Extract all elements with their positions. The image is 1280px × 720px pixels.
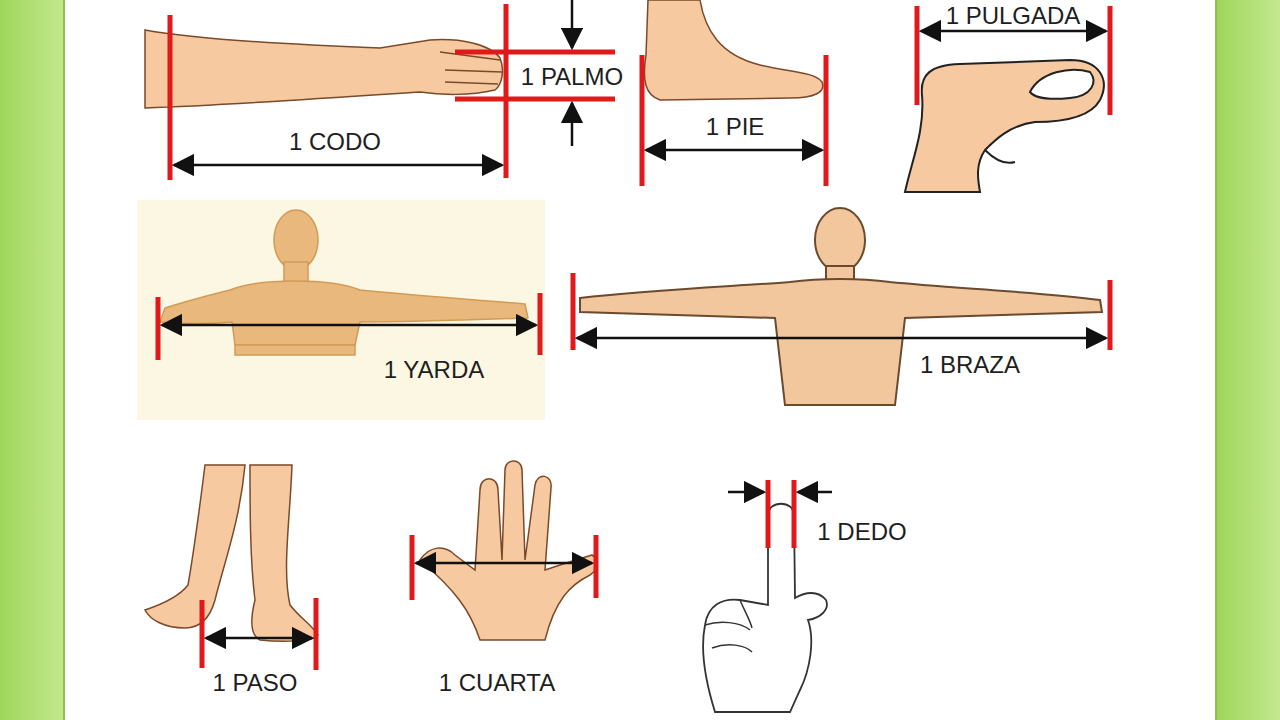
legs-figure	[145, 465, 318, 641]
measure-label: 1 YARDA	[381, 357, 488, 383]
side-bar	[0, 0, 64, 720]
yarda-figure	[160, 210, 528, 355]
side-bar	[1216, 0, 1280, 720]
measure-label: 1 PIE	[703, 114, 768, 140]
hand-figure	[420, 461, 597, 640]
finger-figure	[703, 504, 827, 712]
measure-label: 1 PALMO	[518, 64, 626, 90]
measure-label: 1 DEDO	[814, 519, 909, 545]
measure-label: 1 CODO	[286, 129, 384, 155]
measure-label: 1 PASO	[210, 670, 301, 696]
arm-figure	[145, 30, 502, 108]
measure-label: 1 CUARTA	[436, 670, 558, 696]
thumb-figure	[905, 60, 1104, 192]
foot-figure	[644, 0, 822, 100]
measure-label: 1 BRAZA	[917, 352, 1023, 378]
measure-label: 1 PULGADA	[943, 3, 1084, 29]
braza-figure	[580, 208, 1102, 405]
yarda-panel	[137, 200, 545, 420]
